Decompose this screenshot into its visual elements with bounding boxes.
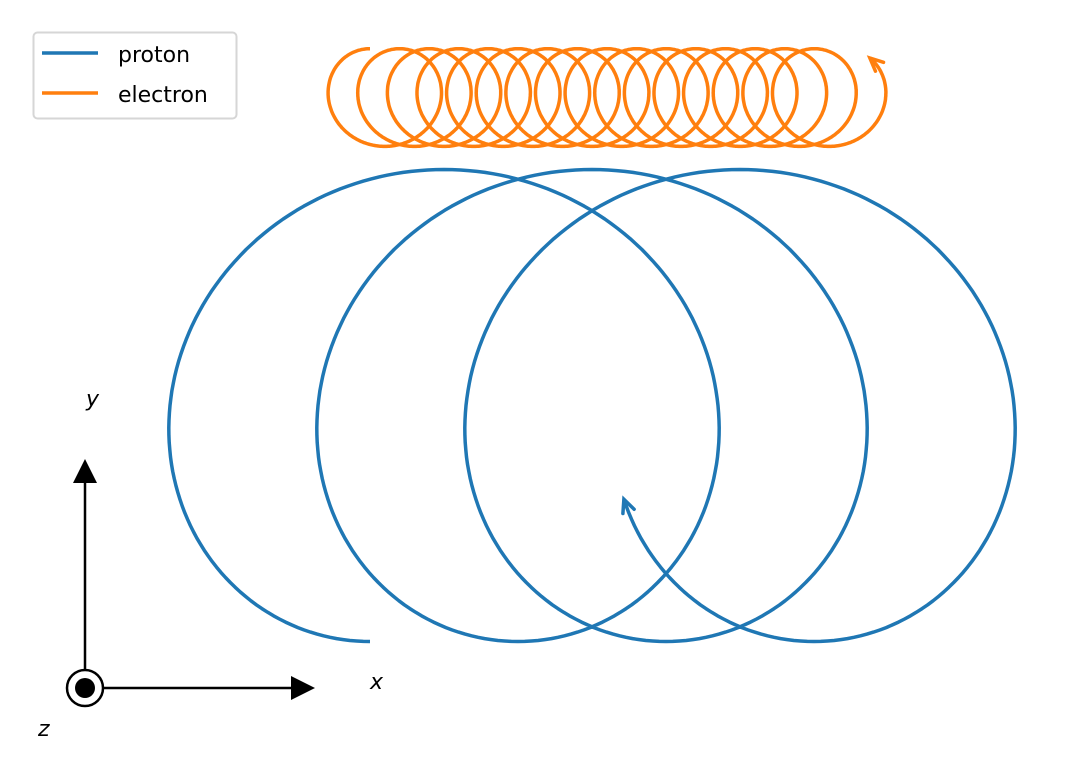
proton-trajectory bbox=[167, 167, 1017, 644]
electron-trajectory bbox=[326, 46, 888, 149]
legend-electron-label: electron bbox=[118, 83, 208, 108]
electron-arrowhead-icon bbox=[866, 55, 886, 73]
legend-proton-label: proton bbox=[118, 43, 190, 68]
legend: proton electron bbox=[32, 31, 238, 120]
axis-indicator: x y z bbox=[37, 387, 384, 742]
z-label: z bbox=[37, 717, 50, 742]
y-label: y bbox=[85, 387, 100, 412]
y-arrowhead-icon bbox=[73, 459, 97, 483]
proton-arrowhead-icon bbox=[621, 495, 636, 516]
x-label: x bbox=[369, 670, 384, 695]
z-dot-icon bbox=[75, 678, 95, 698]
x-arrowhead-icon bbox=[291, 676, 315, 700]
trajectories bbox=[167, 46, 1017, 644]
